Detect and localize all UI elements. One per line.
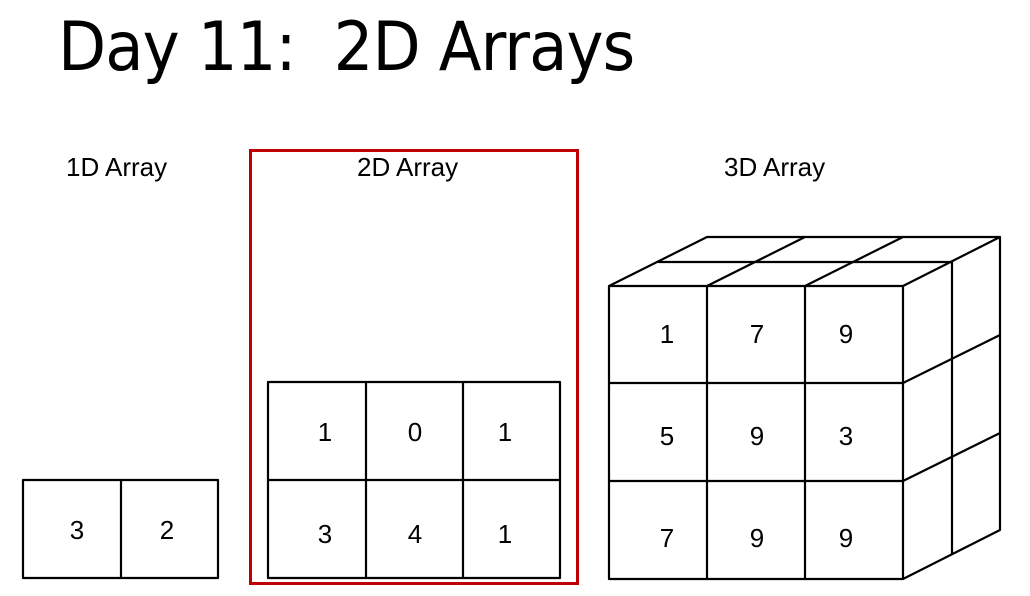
grid-3d-array (607, 235, 1002, 581)
cell-1d-0: 3 (70, 515, 84, 545)
grid-2d-array (266, 380, 562, 580)
label-3d-array: 3D Array (724, 152, 826, 182)
cell-3d-1-2: 3 (839, 421, 853, 451)
cell-2d-0-1: 0 (408, 417, 422, 447)
cell-3d-1-1: 9 (750, 421, 764, 451)
cell-1d-1: 2 (160, 515, 174, 545)
cell-3d-0-1: 7 (750, 319, 764, 349)
label-2d-array: 2D Array (357, 152, 459, 182)
page-title: Day 11: 2D Arrays (58, 8, 635, 87)
cell-3d-0-0: 1 (660, 319, 674, 349)
cell-3d-2-2: 9 (839, 523, 853, 553)
label-1d-array: 1D Array (66, 152, 168, 182)
cell-3d-1-0: 5 (660, 421, 674, 451)
cell-3d-2-0: 7 (660, 523, 674, 553)
cell-2d-0-0: 1 (318, 417, 332, 447)
highlight-box-2d-array (249, 149, 579, 585)
cell-2d-1-0: 3 (318, 519, 332, 549)
grid-1d-array (21, 478, 220, 580)
cell-2d-0-2: 1 (498, 417, 512, 447)
cell-3d-0-2: 9 (839, 319, 853, 349)
cell-2d-1-2: 1 (498, 519, 512, 549)
cell-3d-2-1: 9 (750, 523, 764, 553)
cell-2d-1-1: 4 (408, 519, 422, 549)
